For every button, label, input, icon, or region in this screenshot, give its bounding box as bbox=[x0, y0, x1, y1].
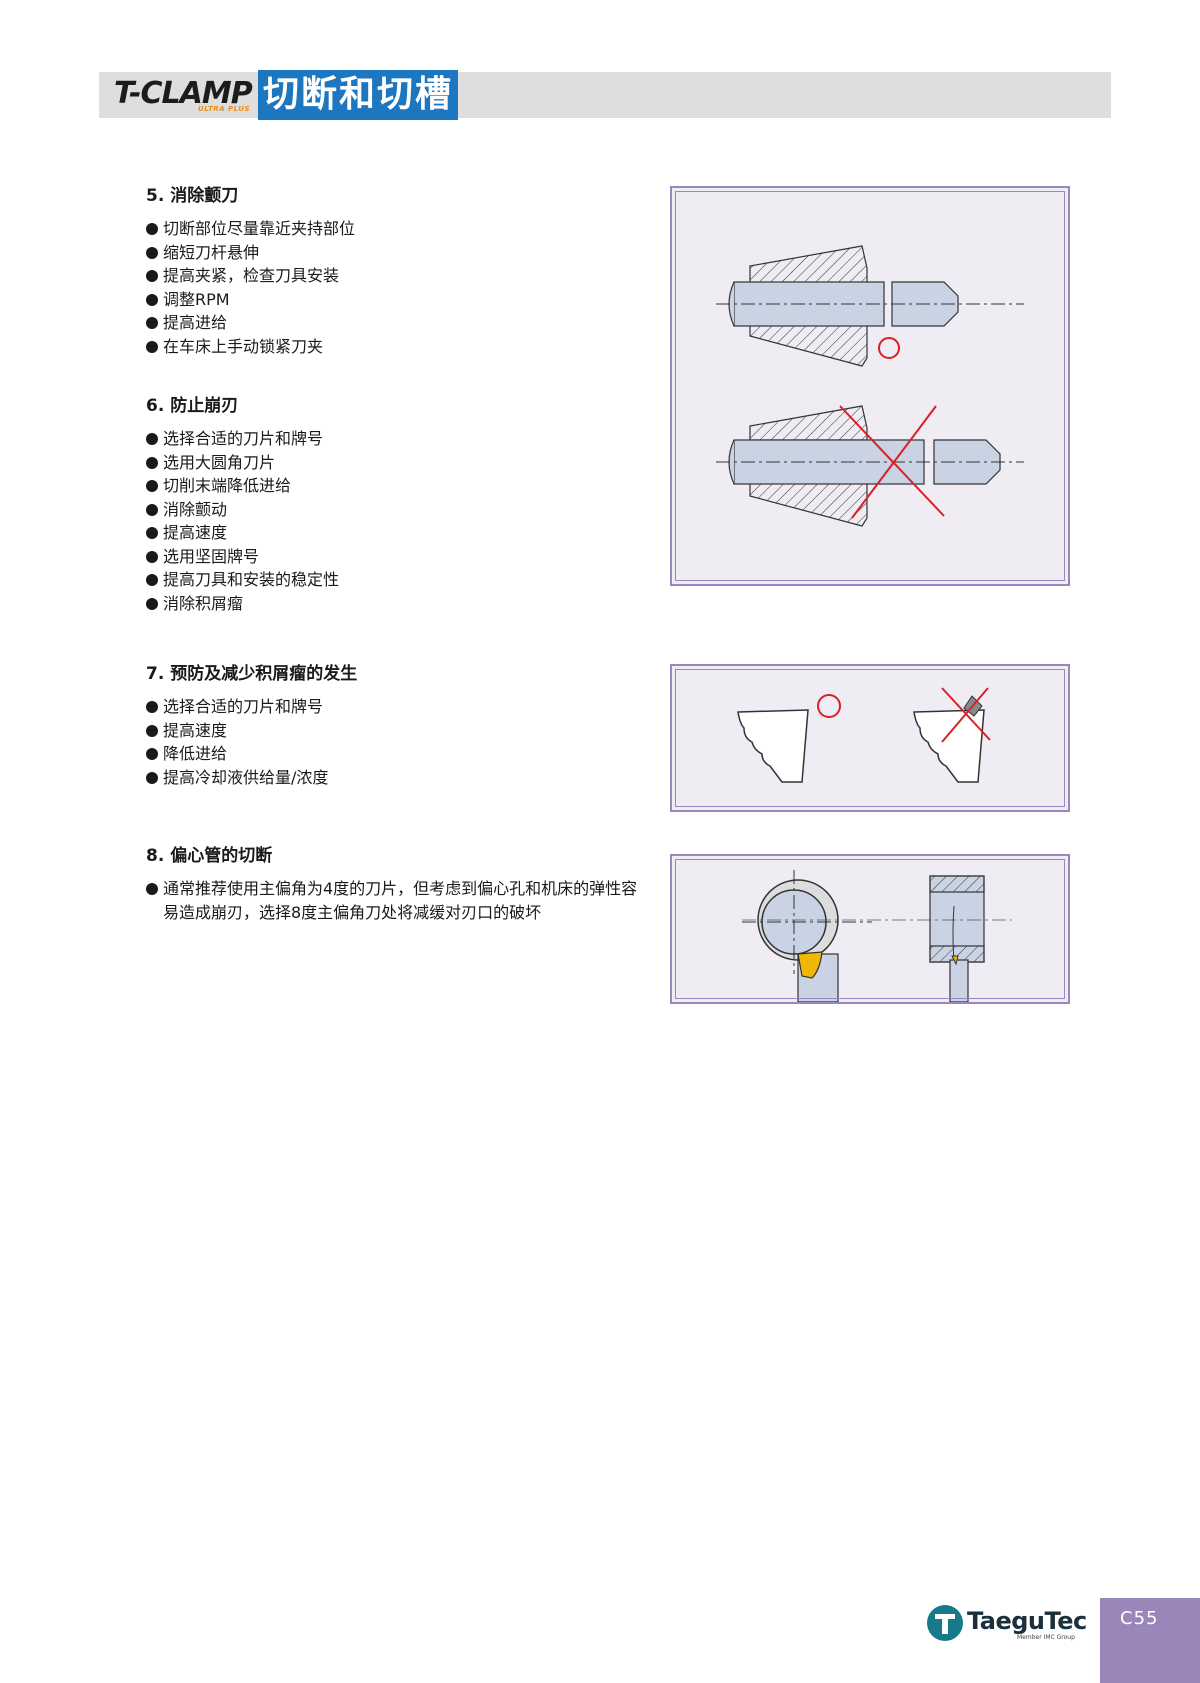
eccentric-tube-side-view bbox=[742, 875, 1012, 1002]
list-item: 提高刀具和安装的稳定性 bbox=[146, 568, 339, 592]
list-item: 缩短刀杆悬伸 bbox=[146, 241, 355, 265]
wrong-mark-icon bbox=[839, 405, 945, 517]
eccentric-tube-front-view bbox=[742, 870, 872, 1002]
figure-chatter-chipping bbox=[670, 186, 1070, 586]
list-item: 选用大圆角刀片 bbox=[146, 451, 339, 475]
brand-name: T-CLAMP bbox=[114, 76, 253, 111]
brand-logo: T-CLAMP ULTRA PLUS bbox=[114, 74, 256, 118]
built-up-edge-insert bbox=[913, 687, 991, 783]
section-7-list: 选择合适的刀片和牌号 提高速度 降低进给 提高冷却液供给量/浓度 bbox=[146, 695, 357, 789]
list-item: 提高速度 bbox=[146, 521, 339, 545]
list-item: 消除颤动 bbox=[146, 498, 339, 522]
list-item: 提高夹紧，检查刀具安装 bbox=[146, 264, 355, 288]
page-title: 切断和切槽 bbox=[258, 70, 458, 120]
clean-edge-insert bbox=[737, 694, 841, 783]
figure-built-up-edge-drawing bbox=[737, 687, 991, 783]
figure-eccentric-tube bbox=[670, 854, 1070, 1004]
correct-mark-icon bbox=[878, 337, 900, 359]
list-item: 切削末端降低进给 bbox=[146, 474, 339, 498]
section-5-list: 切断部位尽量靠近夹持部位 缩短刀杆悬伸 提高夹紧，检查刀具安装 调整RPM 提高… bbox=[146, 217, 355, 358]
list-item: 提高进给 bbox=[146, 311, 355, 335]
insert-icon bbox=[797, 951, 823, 979]
section-6: 6. 防止崩刃 选择合适的刀片和牌号 选用大圆角刀片 切削末端降低进给 消除颤动… bbox=[146, 395, 339, 615]
figure-chatter-chipping-drawing bbox=[716, 245, 1024, 527]
section-8-list: 通常推荐使用主偏角为4度的刀片，但考虑到偏心孔和机床的弹性容易造成崩刃，选择8度… bbox=[146, 877, 646, 925]
bad-setup-diagram bbox=[716, 405, 1024, 527]
section-7: 7. 预防及减少积屑瘤的发生 选择合适的刀片和牌号 提高速度 降低进给 提高冷却… bbox=[146, 663, 357, 789]
figure-eccentric-tube-drawing bbox=[742, 870, 1012, 1002]
list-item: 在车床上手动锁紧刀夹 bbox=[146, 335, 355, 359]
list-item: 切断部位尽量靠近夹持部位 bbox=[146, 217, 355, 241]
correct-mark-icon bbox=[817, 694, 841, 718]
list-item: 消除积屑瘤 bbox=[146, 592, 339, 616]
insert-icon bbox=[951, 955, 959, 966]
section-8-heading: 8. 偏心管的切断 bbox=[146, 846, 273, 866]
company-subtitle: Member IMC Group bbox=[1017, 1634, 1075, 1641]
section-6-heading: 6. 防止崩刃 bbox=[146, 396, 239, 416]
list-item: 提高冷却液供给量/浓度 bbox=[146, 766, 357, 790]
section-5-heading: 5. 消除颤刀 bbox=[146, 186, 239, 206]
section-6-list: 选择合适的刀片和牌号 选用大圆角刀片 切削末端降低进给 消除颤动 提高速度 选用… bbox=[146, 427, 339, 615]
list-item: 选择合适的刀片和牌号 bbox=[146, 695, 357, 719]
section-8: 8. 偏心管的切断 通常推荐使用主偏角为4度的刀片，但考虑到偏心孔和机床的弹性容… bbox=[146, 845, 646, 925]
taegutec-logo-icon bbox=[927, 1605, 963, 1641]
list-item: 选择合适的刀片和牌号 bbox=[146, 427, 339, 451]
good-setup-diagram bbox=[716, 245, 1024, 367]
section-7-heading: 7. 预防及减少积屑瘤的发生 bbox=[146, 664, 358, 684]
brand-subtitle: ULTRA PLUS bbox=[198, 105, 250, 113]
list-item: 通常推荐使用主偏角为4度的刀片，但考虑到偏心孔和机床的弹性容易造成崩刃，选择8度… bbox=[146, 877, 646, 925]
figure-built-up-edge bbox=[670, 664, 1070, 812]
list-item: 提高速度 bbox=[146, 719, 357, 743]
page-number: C55 bbox=[1120, 1608, 1159, 1629]
page-tab bbox=[1100, 1598, 1200, 1683]
list-item: 调整RPM bbox=[146, 288, 355, 312]
company-name: TaeguTec bbox=[967, 1607, 1087, 1635]
company-logo: TaeguTec Member IMC Group bbox=[927, 1603, 1087, 1645]
list-item: 选用坚固牌号 bbox=[146, 545, 339, 569]
section-5: 5. 消除颤刀 切断部位尽量靠近夹持部位 缩短刀杆悬伸 提高夹紧，检查刀具安装 … bbox=[146, 185, 355, 358]
list-item: 降低进给 bbox=[146, 742, 357, 766]
